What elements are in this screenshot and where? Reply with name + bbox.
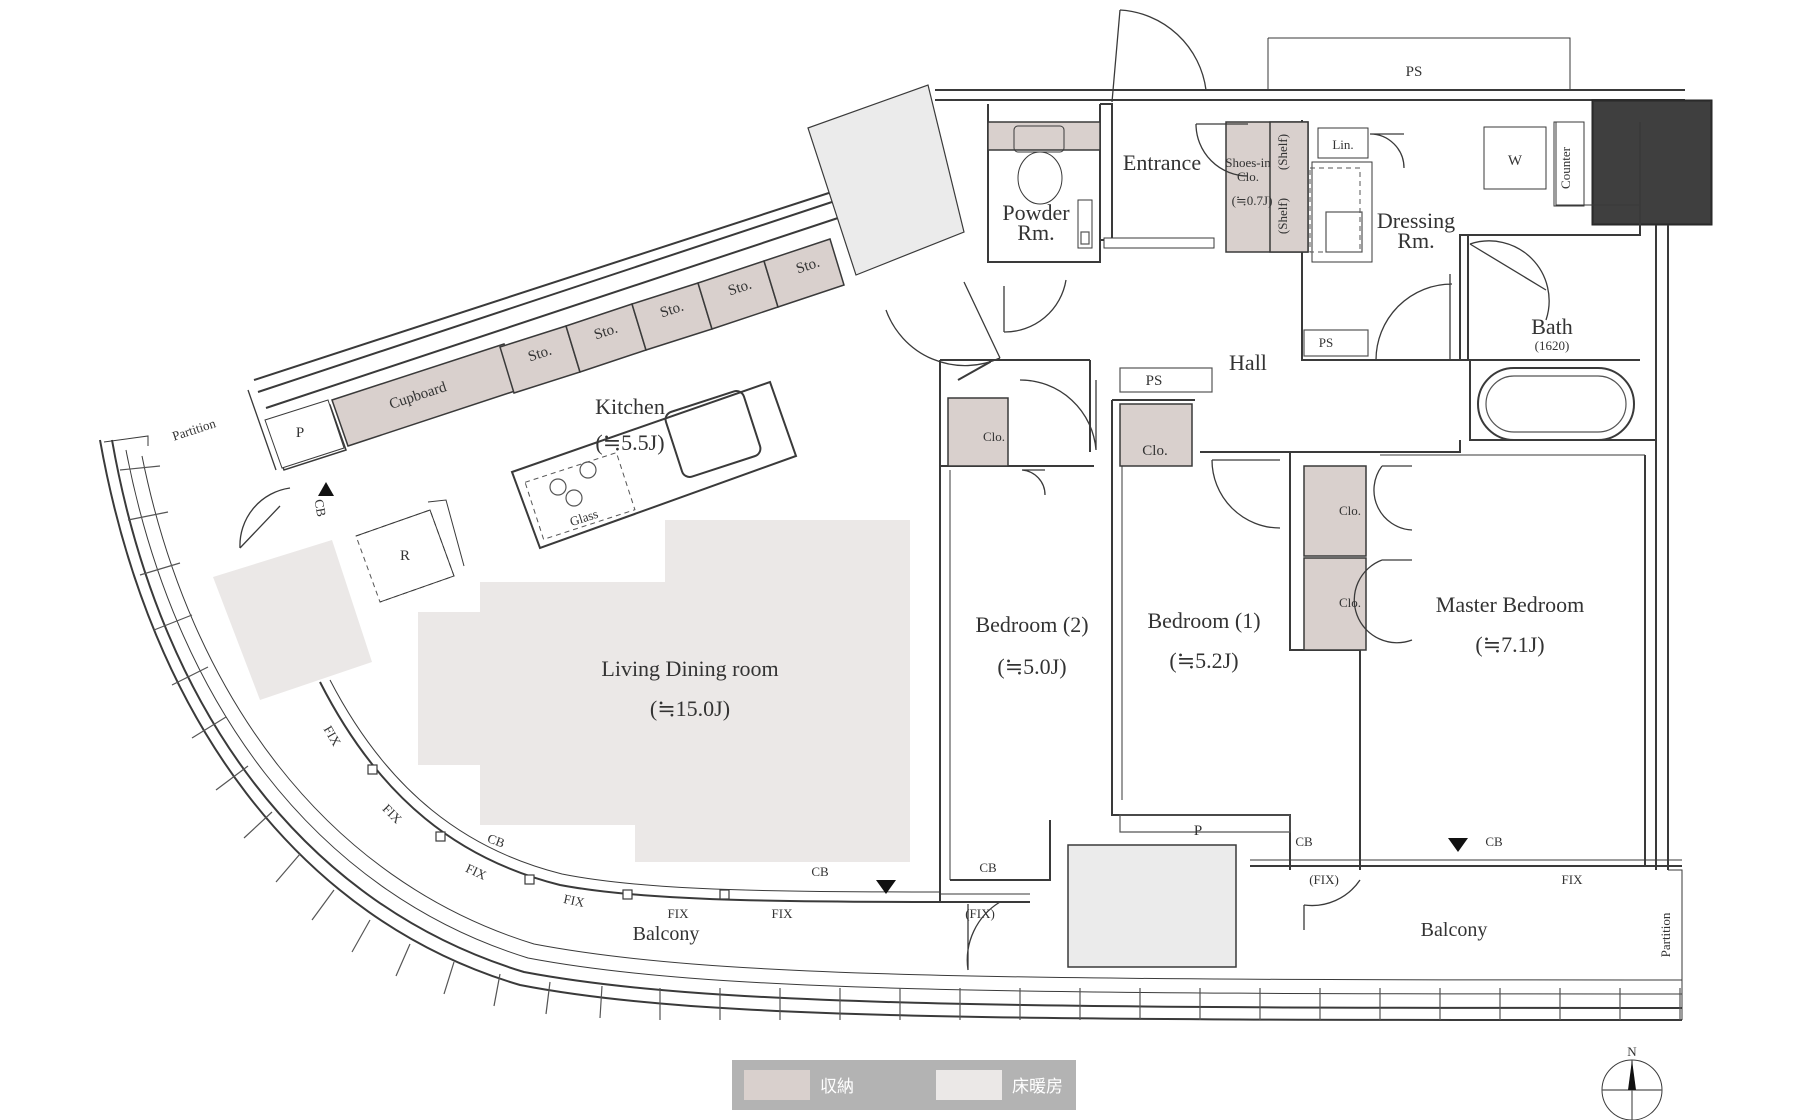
r-label: R	[400, 548, 410, 564]
sto-label-4: Sto.	[726, 277, 754, 300]
shoes-label: Shoes-in	[1225, 155, 1271, 170]
cb-label-1: CB	[485, 831, 507, 851]
storage	[267, 121, 1369, 651]
legend-swatch-storage	[744, 1070, 810, 1100]
bedroom1-area: (≒5.2J)	[1169, 648, 1238, 673]
fix-label-5: FIX	[668, 906, 690, 921]
sto-label-5: Sto.	[794, 255, 822, 278]
fix-paren-right: (FIX)	[1309, 872, 1339, 887]
powder-label-2: Rm.	[1017, 220, 1054, 245]
fix-label-4: FIX	[562, 891, 586, 910]
arrow-marker-kitchen	[318, 482, 334, 496]
master-area: (≒7.1J)	[1475, 632, 1544, 657]
cb-label-2: CB	[811, 864, 829, 879]
shoes-area: (≒0.7J)	[1232, 193, 1273, 208]
fix-label-2: FIX	[380, 801, 406, 827]
powder-label: Powder	[1002, 200, 1070, 225]
sto-label-2: Sto.	[592, 321, 620, 344]
legend-storage-label: 収納	[820, 1077, 854, 1097]
living-label: Living Dining room	[601, 656, 778, 681]
master-label: Master Bedroom	[1436, 592, 1584, 617]
p-label-balcony: P	[1194, 823, 1202, 839]
fix-label-3: FIX	[464, 860, 490, 883]
fix-paren-left: (FIX)	[965, 906, 995, 921]
clo-label-b2: Clo.	[983, 429, 1005, 444]
living-area: (≒15.0J)	[650, 696, 730, 721]
fixtures	[264, 84, 1635, 968]
p-label-kitchen: P	[296, 425, 304, 441]
shelf-label-1: (Shelf)	[1275, 134, 1290, 170]
balcony-left-label: Balcony	[633, 923, 700, 945]
ps-label-hall: PS	[1146, 373, 1163, 389]
bedroom2-area: (≒5.0J)	[997, 654, 1066, 679]
clo-label-b1: Clo.	[1142, 443, 1167, 459]
room-labels: Living Dining room (≒15.0J) Kitchen (≒5.…	[595, 150, 1584, 945]
doors	[239, 9, 1550, 971]
floor-heating-zones	[213, 520, 910, 862]
hall-label: Hall	[1229, 350, 1267, 375]
walls	[99, 37, 1713, 1021]
legend: 収納 床暖房	[732, 1060, 1076, 1110]
legend-swatch-floor-heating	[936, 1070, 1002, 1100]
lin-label: Lin.	[1332, 137, 1353, 152]
shoes-label-2: Clo.	[1237, 169, 1259, 184]
fix-label-right: FIX	[1562, 872, 1584, 887]
partition-label-left: Partition	[170, 415, 218, 443]
bedroom1-label: Bedroom (1)	[1147, 608, 1260, 633]
cb-label-kitchen: CB	[312, 498, 330, 518]
glass-label: Glass	[568, 506, 600, 529]
dressing-label-2: Rm.	[1397, 228, 1434, 253]
markers	[318, 482, 1468, 894]
cb-label-4: CB	[1295, 834, 1313, 849]
clo-label-master-1: Clo.	[1339, 503, 1361, 518]
partition-label-right: Partition	[1658, 912, 1673, 957]
washer-label: W	[1508, 153, 1523, 169]
cb-label-5: CB	[1485, 834, 1503, 849]
kitchen-label: Kitchen	[595, 394, 665, 419]
fix-label-1: FIX	[321, 723, 345, 749]
shelf-label-2: (Shelf)	[1275, 198, 1290, 234]
cb-label-3: CB	[979, 860, 997, 875]
north-compass: N	[1601, 1044, 1663, 1120]
arrow-marker-master	[1448, 838, 1468, 852]
fix-label-6: FIX	[772, 906, 794, 921]
kitchen-area: (≒5.5J)	[595, 430, 664, 455]
ps-label-top: PS	[1406, 64, 1423, 80]
bath-label: Bath	[1531, 314, 1573, 339]
counter-label: Counter	[1558, 146, 1573, 189]
dressing-label: Dressing	[1377, 208, 1455, 233]
bedroom2-label: Bedroom (2)	[975, 612, 1088, 637]
sto-label-1: Sto.	[526, 343, 554, 366]
balcony-right-label: Balcony	[1421, 919, 1488, 941]
entrance-label: Entrance	[1123, 150, 1201, 175]
arrow-marker-living	[876, 880, 896, 894]
sto-label-3: Sto.	[658, 299, 686, 322]
bath-size: (1620)	[1535, 338, 1570, 353]
legend-floor-heating-label: 床暖房	[1012, 1077, 1063, 1097]
north-label: N	[1627, 1044, 1637, 1059]
ps-label-dressing: PS	[1319, 335, 1333, 350]
clo-label-master-2: Clo.	[1339, 595, 1361, 610]
